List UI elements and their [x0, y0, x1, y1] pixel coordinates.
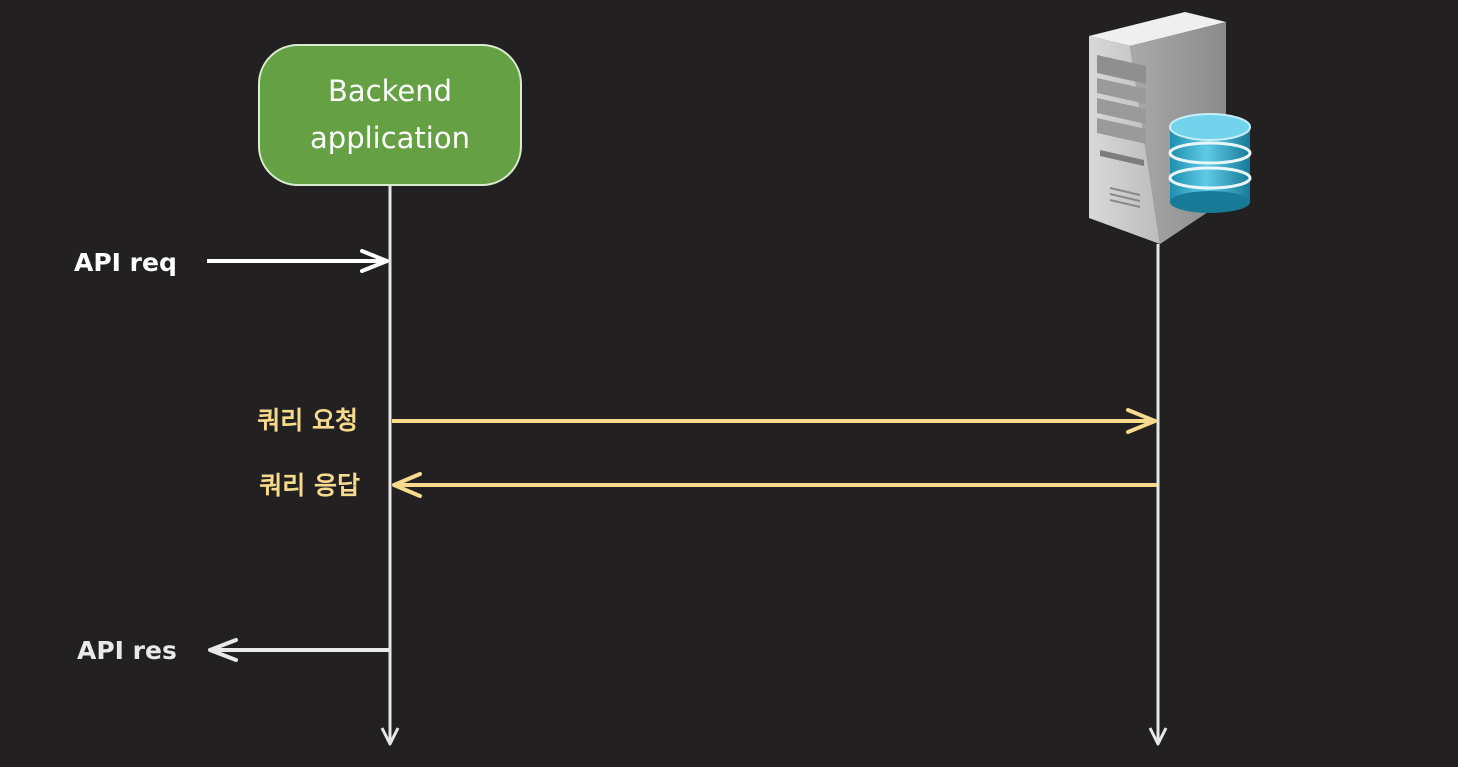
query-req-arrowhead — [1126, 408, 1157, 434]
query-response-label: 쿼리 응답 — [259, 471, 360, 500]
query-res-arrowhead — [392, 472, 422, 498]
api-req-label: API req — [74, 248, 177, 277]
api-res-label: API res — [77, 636, 177, 665]
api-res-arrowhead — [208, 638, 238, 662]
query-request-label: 쿼리 요청 — [257, 406, 358, 435]
backend-application-label: Backend application — [310, 74, 470, 155]
database-server-icon — [1089, 12, 1252, 244]
db-lifeline-arrowhead — [1148, 727, 1168, 746]
api-req-arrowhead — [360, 249, 389, 273]
backend-lifeline-arrowhead — [380, 727, 400, 746]
backend-application-box: Backend application — [258, 44, 522, 186]
